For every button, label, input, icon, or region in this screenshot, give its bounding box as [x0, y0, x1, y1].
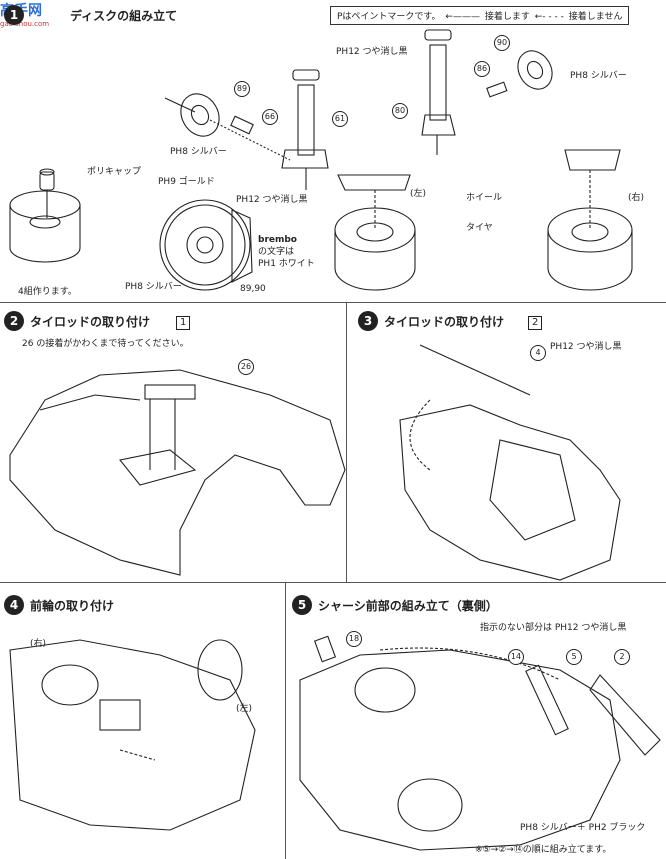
brembo-line2: PH1 ホワイト	[258, 259, 315, 269]
step2-part-26: 26	[238, 354, 254, 375]
wheel-label: ホイール	[466, 193, 503, 203]
step3-chassis-drawing	[399, 344, 621, 581]
matte-black-label-a: PH12 つや消し黒	[336, 47, 408, 57]
step2-chassis-drawing	[9, 369, 346, 576]
tire-label: タイヤ	[466, 223, 493, 233]
step2-number: 2	[4, 310, 24, 331]
step5-part-2: 2	[614, 644, 630, 665]
shock-80-drawing	[421, 29, 456, 155]
part-61-label: 61	[332, 106, 348, 127]
step3-box: 2	[528, 310, 543, 330]
step4-left-label: (左)	[236, 704, 253, 714]
legend-glue: 接着します	[484, 12, 530, 22]
part-89-label: 89	[234, 76, 250, 97]
silver-paint-label-b: PH8 シルバー	[125, 282, 182, 292]
silver-paint-label-c: PH8 シルバー	[570, 71, 627, 81]
make-four-note: 4組作ります。	[18, 287, 77, 297]
part-86-label: 86	[474, 56, 490, 77]
part-80-label: 80	[392, 98, 408, 119]
silver-paint-label-a: PH8 シルバー	[170, 147, 227, 157]
brake-disc-drawing	[159, 199, 253, 291]
right-wheel-drawing	[547, 149, 633, 291]
part-89-90-label: 89,90	[240, 284, 266, 294]
step3-part-4: 4	[530, 340, 546, 361]
step5-note: 指示のない部分は PH12 つや消し黒	[480, 623, 627, 633]
polycap-wheel-drawing	[9, 168, 81, 263]
step3-number: 3	[358, 310, 378, 331]
watermark-url: gao.shou.com	[0, 20, 50, 28]
legend-no-glue: 接着しません	[568, 12, 623, 22]
divider-4	[285, 582, 286, 859]
step5-number: 5	[292, 594, 312, 615]
hub-90-drawing	[486, 50, 553, 98]
step3-paint-label: PH12 つや消し黒	[550, 342, 622, 352]
step5-title: シャーシ前部の組み立て（裏側）	[318, 599, 498, 613]
part-90-label: 90	[494, 30, 510, 51]
step4-chassis-drawing	[9, 639, 256, 831]
step4-right-label: (右)	[30, 639, 47, 649]
right-side-label: (右)	[628, 193, 645, 203]
step2-box: 1	[176, 310, 191, 330]
left-wheel-drawing	[334, 174, 416, 291]
step5-part-18: 18	[346, 626, 362, 647]
step5-paint-label: PH8 シルバー＋ PH2 ブラック	[520, 823, 646, 833]
divider-1	[0, 302, 666, 303]
shock-61-drawing	[281, 69, 329, 190]
part-66-label: 66	[262, 104, 278, 125]
matte-black-label-b: PH12 つや消し黒	[236, 195, 308, 205]
step4-number: 4	[4, 594, 24, 615]
step3-title: タイロッドの取り付け	[384, 315, 505, 329]
gold-paint-label: PH9 ゴールド	[158, 177, 215, 187]
step5-order-note: ※⑤→②→⑭の順に組み立てます。	[475, 845, 612, 855]
step1-legend: Pはペイントマークです。 ←——— 接着します ←- - - - 接着しません	[330, 6, 630, 25]
step4-title: 前輪の取り付け	[30, 599, 115, 613]
divider-2	[346, 302, 347, 582]
step5-chassis-drawing	[299, 635, 661, 851]
divider-3	[0, 582, 666, 583]
step1-number: 1	[4, 4, 24, 25]
left-side-label: (左)	[410, 189, 427, 199]
step5-part-5: 5	[566, 644, 582, 665]
legend-paint: Pはペイントマークです。	[337, 12, 441, 22]
step2-note: 26 の接着がかわくまで待ってください。	[22, 339, 189, 349]
brembo-line1: の文字は	[258, 247, 295, 257]
step2-title: タイロッドの取り付け	[30, 315, 151, 329]
hub-89-drawing	[164, 93, 291, 161]
step1-title: ディスクの組み立て	[70, 9, 178, 23]
poly-cap-label: ポリキャップ	[87, 167, 142, 177]
step5-part-14: 14	[508, 644, 524, 665]
brembo-title: brembo	[258, 235, 297, 245]
